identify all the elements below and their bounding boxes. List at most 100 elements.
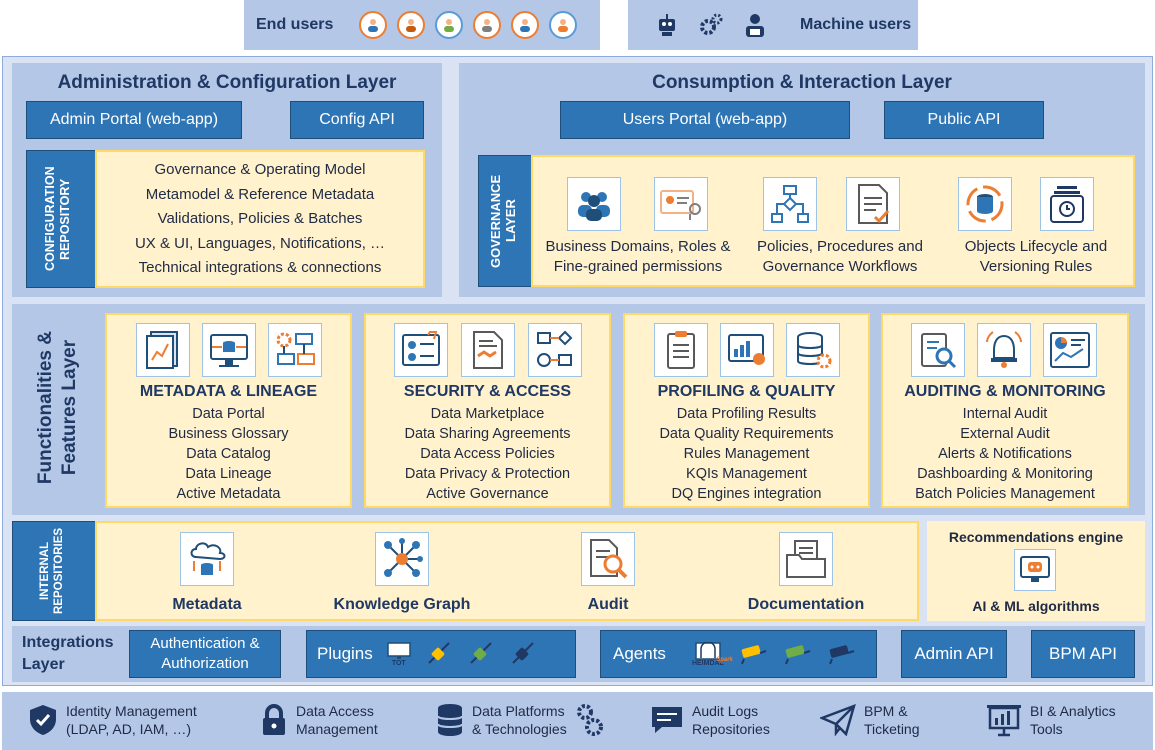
policy-document-icon [846,177,900,231]
repo-label-documentation: Documentation [747,596,865,613]
recommendations-subtitle: AI & ML algorithms [972,598,1100,614]
integrations-layer-label: Integrations Layer [22,632,127,676]
id-card-key-icon [654,177,708,231]
agents-label: Agents [613,644,666,663]
feature-list-security: Data Marketplace Data Sharing Agreements… [364,404,611,504]
feature-list-auditing: Internal Audit External Audit Alerts & N… [881,404,1129,504]
admin-portal-button[interactable]: Admin Portal (web-app) [26,101,242,139]
audit-magnifier-icon [581,532,635,586]
bpm-api-button[interactable]: BPM API [1031,630,1135,678]
gears-icon [700,13,723,35]
feature-item: Dashboarding & Monitoring [917,466,1093,482]
feature-item: Internal Audit [962,406,1048,422]
feature-item: Active Metadata [176,486,281,502]
feature-list-profiling: Data Profiling Results Data Quality Requ… [623,404,870,504]
integrations-label-line: Layer [22,656,65,673]
recommendations-title: Recommendations engine [948,529,1124,545]
feature-list-metadata: Data Portal Business Glossary Data Catal… [105,404,352,504]
admin-api-button[interactable]: Admin API [901,630,1007,678]
feature-item: Batch Policies Management [915,486,1095,502]
feature-item: Data Marketplace [430,406,545,422]
feature-item: Rules Management [683,446,810,462]
bottom-item-line: & Technologies [472,721,567,737]
admin-layer-title: Administration & Configuration Layer [57,72,397,93]
feature-item: Data Access Policies [420,446,555,462]
documentation-folder-icon [779,532,833,586]
feature-item: DQ Engines integration [671,486,822,502]
data-platforms-item: Data Platforms & Technologies [436,702,605,738]
repo-item: Metamodel & Reference Metadata [145,185,375,203]
plugins-box[interactable]: Plugins TOT [306,630,576,678]
features-label-line: Features Layer [59,340,80,476]
bottom-item-line: Repositories [692,721,770,737]
feature-item: KQIs Management [686,466,807,482]
shield-check-icon [30,705,56,735]
bottom-item-line: Data Platforms [472,703,565,719]
checklist-icon [654,323,708,377]
camera-icon-yellow [740,645,767,665]
end-users-panel: End users [244,0,600,50]
plugins-label: Plugins [317,644,373,663]
governance-group-policies: Policies, Procedures and Governance Work… [740,236,940,278]
user-avatar-icon [473,11,502,39]
plug-icon-green [470,642,492,664]
features-label-line: Functionalities & [35,331,56,485]
feature-title-auditing: AUDITING & MONITORING [904,383,1106,400]
user-avatar-icon [511,11,540,39]
bi-analytics-item: BI & Analytics Tools [986,702,1116,738]
feature-item: Data Sharing Agreements [404,426,571,442]
user-avatar-icon [397,11,426,39]
config-api-button[interactable]: Config API [290,101,424,139]
alert-bell-icon [977,323,1031,377]
user-avatar-icon [549,11,578,39]
repo-label-knowledge-graph: Knowledge Graph [333,596,471,613]
governance-group-line: Versioning Rules [979,258,1093,275]
governance-group-line: Policies, Procedures and [757,238,923,255]
governance-group-lifecycle: Objects Lifecycle and Versioning Rules [940,236,1132,278]
audit-logs-item: Audit Logs Repositories [650,702,770,738]
governance-group-line: Fine-grained permissions [553,258,723,275]
public-api-button[interactable]: Public API [884,101,1044,139]
tot-logo: TOT [387,641,411,667]
bottom-item-line: BPM & [864,703,908,719]
bottom-item-line: (LDAP, AD, IAM, …) [66,721,191,737]
governance-group-line: Objects Lifecycle and [964,238,1108,255]
machine-users-label: Machine users [800,16,912,33]
external-systems-bar [2,692,1153,750]
governance-layer-label: GOVERNANCE LAYER [478,155,532,287]
end-users-label: End users [256,16,334,33]
feature-title-profiling: PROFILING & QUALITY [657,383,836,400]
repo-label-audit: Audit [587,596,629,613]
repo-item: UX & UI, Languages, Notifications, … [134,234,386,252]
gears-icon [576,704,603,736]
authentication-authorization-box[interactable]: Authentication & Authorization [129,630,281,678]
feature-item: Alerts & Notifications [938,446,1072,462]
auth-line: Authentication & [150,635,260,652]
repo-label-metadata: Metadata [172,596,242,613]
feature-item: Data Privacy & Protection [404,466,571,482]
feature-item: Data Portal [192,406,265,422]
bpm-ticketing-item: BPM & Ticketing [820,702,920,738]
agents-box[interactable]: Agents Spark HEIMDAL [600,630,877,678]
bottom-item-line: Tools [1030,721,1063,737]
database-cycle-icon [958,177,1012,231]
feature-title-metadata: METADATA & LINEAGE [139,383,318,400]
governance-group-line: Governance Workflows [762,258,918,275]
governance-group-line: Business Domains, Roles & [545,238,731,255]
camera-icon-green [784,645,811,665]
ai-monitor-icon [1014,549,1056,591]
database-icon [437,704,463,736]
feature-title-security: SECURITY & ACCESS [403,383,572,400]
bottom-item-line: BI & Analytics [1030,703,1116,719]
auth-line: Authorization [161,655,249,672]
workflow-icon [763,177,817,231]
chart-document-icon [136,323,190,377]
marketplace-icon [394,323,448,377]
identity-management-item: Identity Management (LDAP, AD, IAM, …) [28,702,197,738]
feature-item: Data Catalog [186,446,271,462]
feature-item: External Audit [960,426,1050,442]
plug-icon-yellow [428,642,450,664]
quality-report-icon [720,323,774,377]
lineage-gear-icon [268,323,322,377]
users-portal-button[interactable]: Users Portal (web-app) [560,101,850,139]
